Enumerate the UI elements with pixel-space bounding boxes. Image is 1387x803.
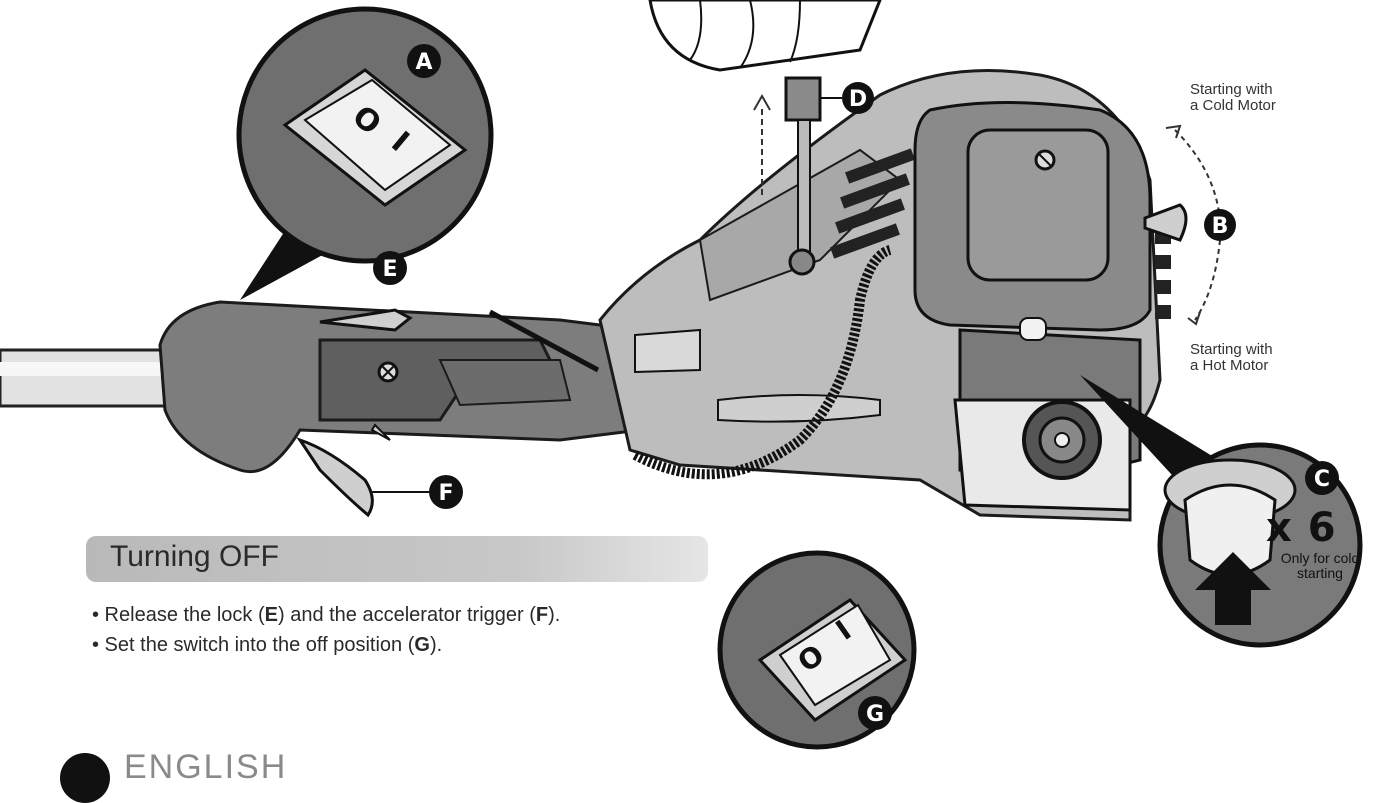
section-title: Turning OFF <box>110 540 279 573</box>
instruction-bullet: • Set the switch into the off position (… <box>92 634 443 656</box>
svg-text:D: D <box>849 87 867 112</box>
trimmer-shaft <box>0 348 177 408</box>
callout-g: G <box>858 696 892 730</box>
screwdriver <box>648 0 882 276</box>
switch-magnifier-g <box>717 550 917 750</box>
primer-note: Only for cold starting <box>1280 550 1360 581</box>
engine-housing <box>598 69 1171 522</box>
svg-text:E: E <box>382 257 397 282</box>
callout-c: C <box>1305 461 1339 495</box>
callout-b: B <box>1204 209 1236 241</box>
callout-a: A <box>407 44 441 78</box>
footer-language: ENGLISH <box>124 748 288 786</box>
svg-text:A: A <box>415 50 432 75</box>
illustration: A B C D E F G O I O I <box>0 0 1363 750</box>
hot-motor-note: Starting with a Hot Motor <box>1190 341 1273 374</box>
callout-f: F <box>372 475 463 509</box>
handle <box>158 300 642 474</box>
section-header-bar <box>86 536 708 582</box>
callout-e: E <box>373 251 407 285</box>
svg-text:B: B <box>1212 214 1229 239</box>
up-arrow-icon <box>1195 552 1271 625</box>
svg-text:G: G <box>866 702 884 727</box>
primer-magnifier-c <box>1080 375 1363 648</box>
svg-text:C: C <box>1314 467 1330 492</box>
page-number-badge <box>60 753 110 803</box>
switch-magnifier-a <box>236 6 494 300</box>
accelerator-trigger <box>296 437 374 518</box>
callout-d: D <box>842 82 874 114</box>
svg-text:F: F <box>438 481 453 506</box>
primer-count: x 6 <box>1266 505 1337 551</box>
lock-lever <box>319 308 413 332</box>
cold-motor-note: Starting with a Cold Motor <box>1190 81 1276 114</box>
instruction-bullet: • Release the lock (E) and the accelerat… <box>92 604 561 626</box>
choke-lever <box>1143 203 1188 242</box>
